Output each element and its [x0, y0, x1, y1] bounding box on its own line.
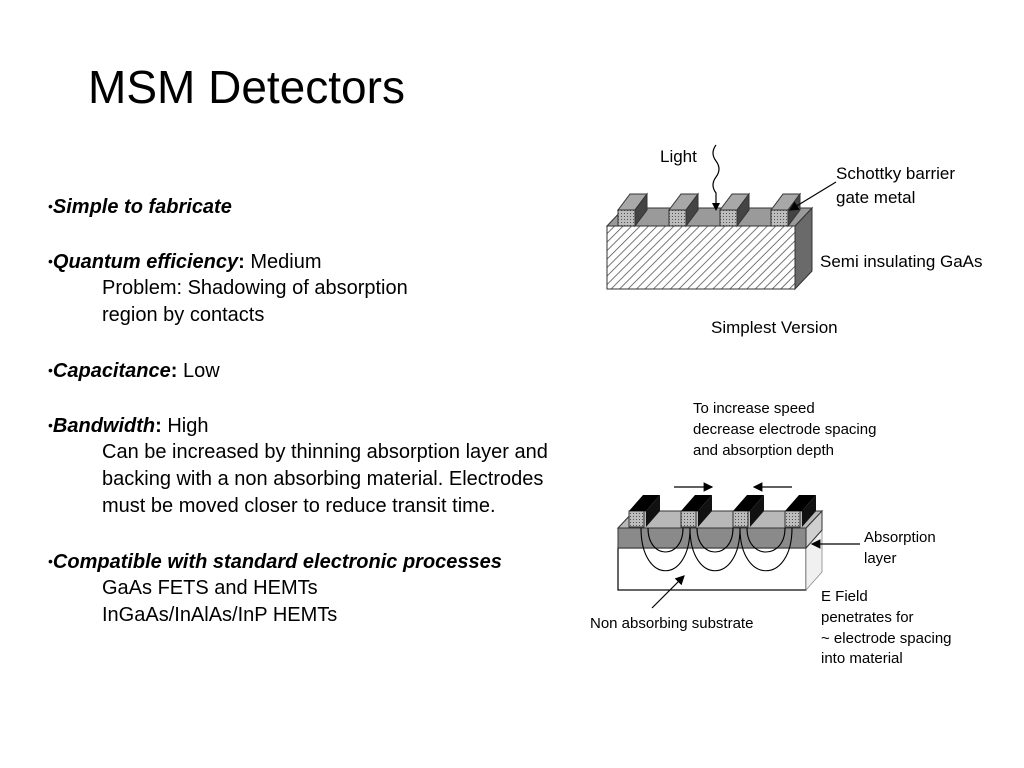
electrodes — [628, 495, 816, 528]
bullet-head: Simple to fabricate — [52, 196, 232, 218]
simplest-version-diagram: Light Schottky barrier gate metal Semi i… — [605, 144, 983, 337]
slide-title: MSM Detectors — [88, 61, 405, 113]
bullet-bandwidth: •Bandwidth: High — [48, 415, 209, 437]
simplest-version-caption: Simplest Version — [711, 318, 838, 337]
substrate-label: Semi insulating GaAs — [820, 252, 983, 271]
bullet-value: Low — [177, 360, 220, 382]
schottky-label-line1: Schottky barrier — [836, 164, 955, 183]
absorption-label-line2: layer — [864, 550, 897, 567]
speed-note-line3: and absorption depth — [693, 442, 834, 459]
absorption-layer — [617, 527, 807, 549]
bullet-detail: GaAs FETS and HEMTs — [102, 577, 318, 599]
bullet-detail: must be moved closer to reduce transit t… — [102, 495, 496, 517]
bullet-detail: Can be increased by thinning absorption … — [102, 441, 548, 463]
schottky-label-line2: gate metal — [836, 188, 915, 207]
schottky-pointer — [788, 181, 837, 211]
bullet-detail: region by contacts — [102, 304, 265, 326]
bullet-sep: : — [170, 360, 178, 382]
light-label: Light — [660, 147, 697, 166]
bullet-detail: Problem: Shadowing of absorption — [102, 277, 408, 299]
bullet-value: High — [161, 415, 209, 437]
speed-note-line2: decrease electrode spacing — [693, 421, 876, 438]
electrodes — [617, 192, 801, 228]
improved-version-diagram: To increase speed decrease electrode spa… — [590, 400, 952, 667]
efield-label-line2: penetrates for — [821, 609, 914, 626]
non-absorbing-substrate — [617, 547, 807, 591]
bullet-detail: InGaAs/InAlAs/InP HEMTs — [102, 604, 338, 626]
bullet-compatible: •Compatible with standard electronic pro… — [48, 551, 502, 573]
efield-label-line3: ~ electrode spacing — [821, 630, 952, 647]
bullet-value: Medium — [244, 251, 322, 273]
light-arrowhead-icon — [712, 203, 720, 211]
substrate-pointer — [651, 575, 685, 609]
bullet-head: Compatible with standard electronic proc… — [52, 551, 502, 573]
bullet-sep: : — [155, 415, 162, 437]
light-ray-icon — [712, 144, 720, 206]
speed-note-line1: To increase speed — [693, 400, 815, 417]
bullet-detail: backing with a non absorbing material. E… — [102, 468, 544, 490]
non-absorbing-substrate-label: Non absorbing substrate — [590, 615, 753, 632]
bullet-head: Bandwidth — [52, 415, 156, 437]
bullet-sep: : — [238, 251, 245, 273]
bullet-capacitance: •Capacitance: Low — [48, 360, 220, 382]
efield-label-line4: into material — [821, 650, 903, 667]
efield-lines — [640, 527, 793, 572]
substrate-front — [606, 225, 796, 290]
bullet-head: Quantum efficiency — [52, 251, 239, 273]
absorption-label-line1: Absorption — [864, 529, 936, 546]
bullet-fabricate: •Simple to fabricate — [48, 196, 232, 218]
bullet-head: Capacitance — [52, 360, 171, 382]
bullet-quantum-efficiency: •Quantum efficiency: Medium — [48, 251, 322, 273]
efield-label-line1: E Field — [821, 588, 868, 605]
